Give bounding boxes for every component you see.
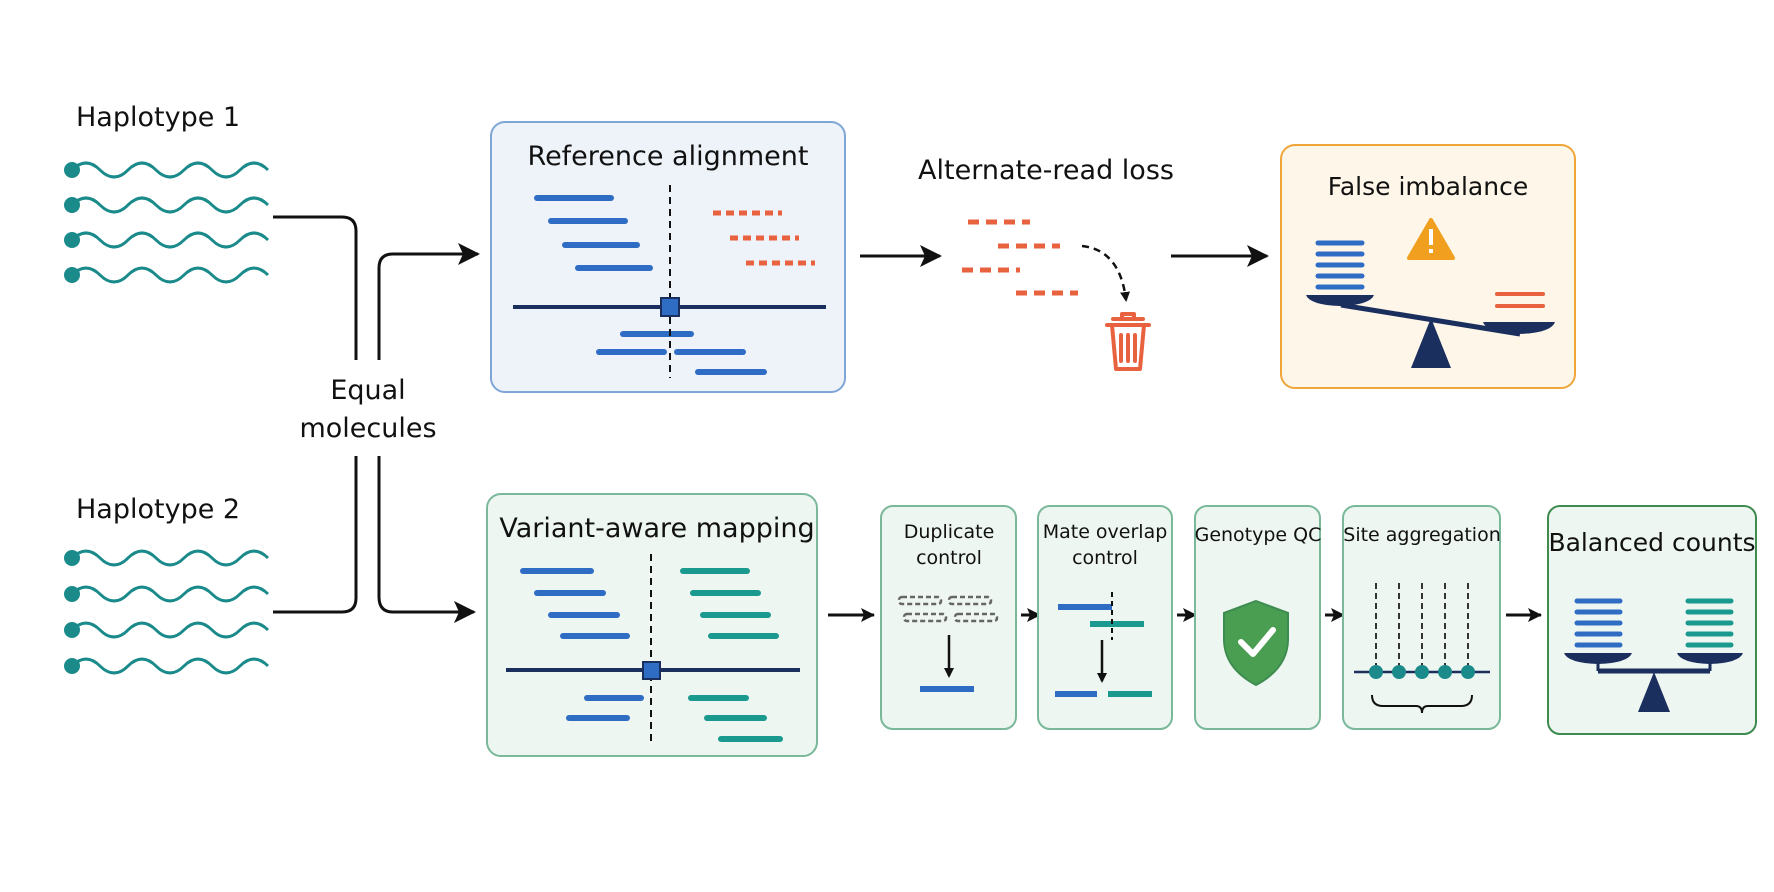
- balance-scale-icon: [1306, 240, 1555, 368]
- alternate-read-loss-title: Alternate-read loss: [918, 155, 1174, 186]
- duplicate-control-title-line2: control: [916, 547, 982, 569]
- haplotype-2-molecules: [70, 549, 270, 675]
- variant-aware-mapping-title: Variant-aware mapping: [499, 513, 814, 544]
- site-aggregation-title: Site aggregation: [1343, 524, 1500, 546]
- reference-alt-reads-dashed: [713, 210, 815, 266]
- ref-allele-reads: [520, 568, 644, 721]
- trash-icon: [1105, 312, 1151, 371]
- shield-check-icon: [1223, 599, 1289, 687]
- reference-alignment-title: Reference alignment: [528, 141, 809, 172]
- equal-molecules-label-line1: Equal: [330, 375, 405, 406]
- haplotype-2-label: Haplotype 2: [76, 494, 240, 525]
- mate-overlap-control-title-line2: control: [1072, 547, 1138, 569]
- genotype-qc-title: Genotype QC: [1195, 524, 1322, 546]
- haplotype-connectors: [273, 215, 480, 623]
- mate-overlap-icon: [1055, 592, 1152, 697]
- duplicate-reads-icon: [897, 595, 999, 623]
- lost-alt-reads: [962, 219, 1078, 296]
- mate-overlap-control-box: [1037, 505, 1173, 730]
- balanced-counts-box: [1547, 505, 1757, 735]
- alt-allele-reads: [680, 568, 783, 742]
- duplicate-control-title-line1: Duplicate: [904, 521, 995, 543]
- haplotype-1-label: Haplotype 1: [76, 102, 240, 133]
- duplicate-control-box: [880, 505, 1017, 730]
- variant-aware-site-marker: [642, 661, 661, 680]
- haplotype-1-molecule-ends: [64, 162, 80, 283]
- discard-arrow: [1081, 244, 1131, 302]
- reference-reads: [534, 195, 767, 375]
- variant-site-marker: [660, 297, 680, 317]
- variant-aware-mapping-box: [486, 493, 818, 757]
- equal-molecules-label-line2: molecules: [299, 413, 436, 444]
- mate-overlap-control-title-line1: Mate overlap: [1043, 521, 1168, 543]
- balanced-scale-icon: [1564, 598, 1743, 712]
- site-aggregation-icon: [1354, 583, 1490, 714]
- false-imbalance-title: False imbalance: [1328, 172, 1528, 201]
- warning-icon: [1407, 218, 1455, 260]
- haplotype-1-molecules: [70, 161, 270, 284]
- reference-alignment-box: [490, 121, 846, 393]
- balanced-counts-title: Balanced counts: [1548, 528, 1755, 557]
- haplotype-2-molecule-ends: [64, 550, 80, 674]
